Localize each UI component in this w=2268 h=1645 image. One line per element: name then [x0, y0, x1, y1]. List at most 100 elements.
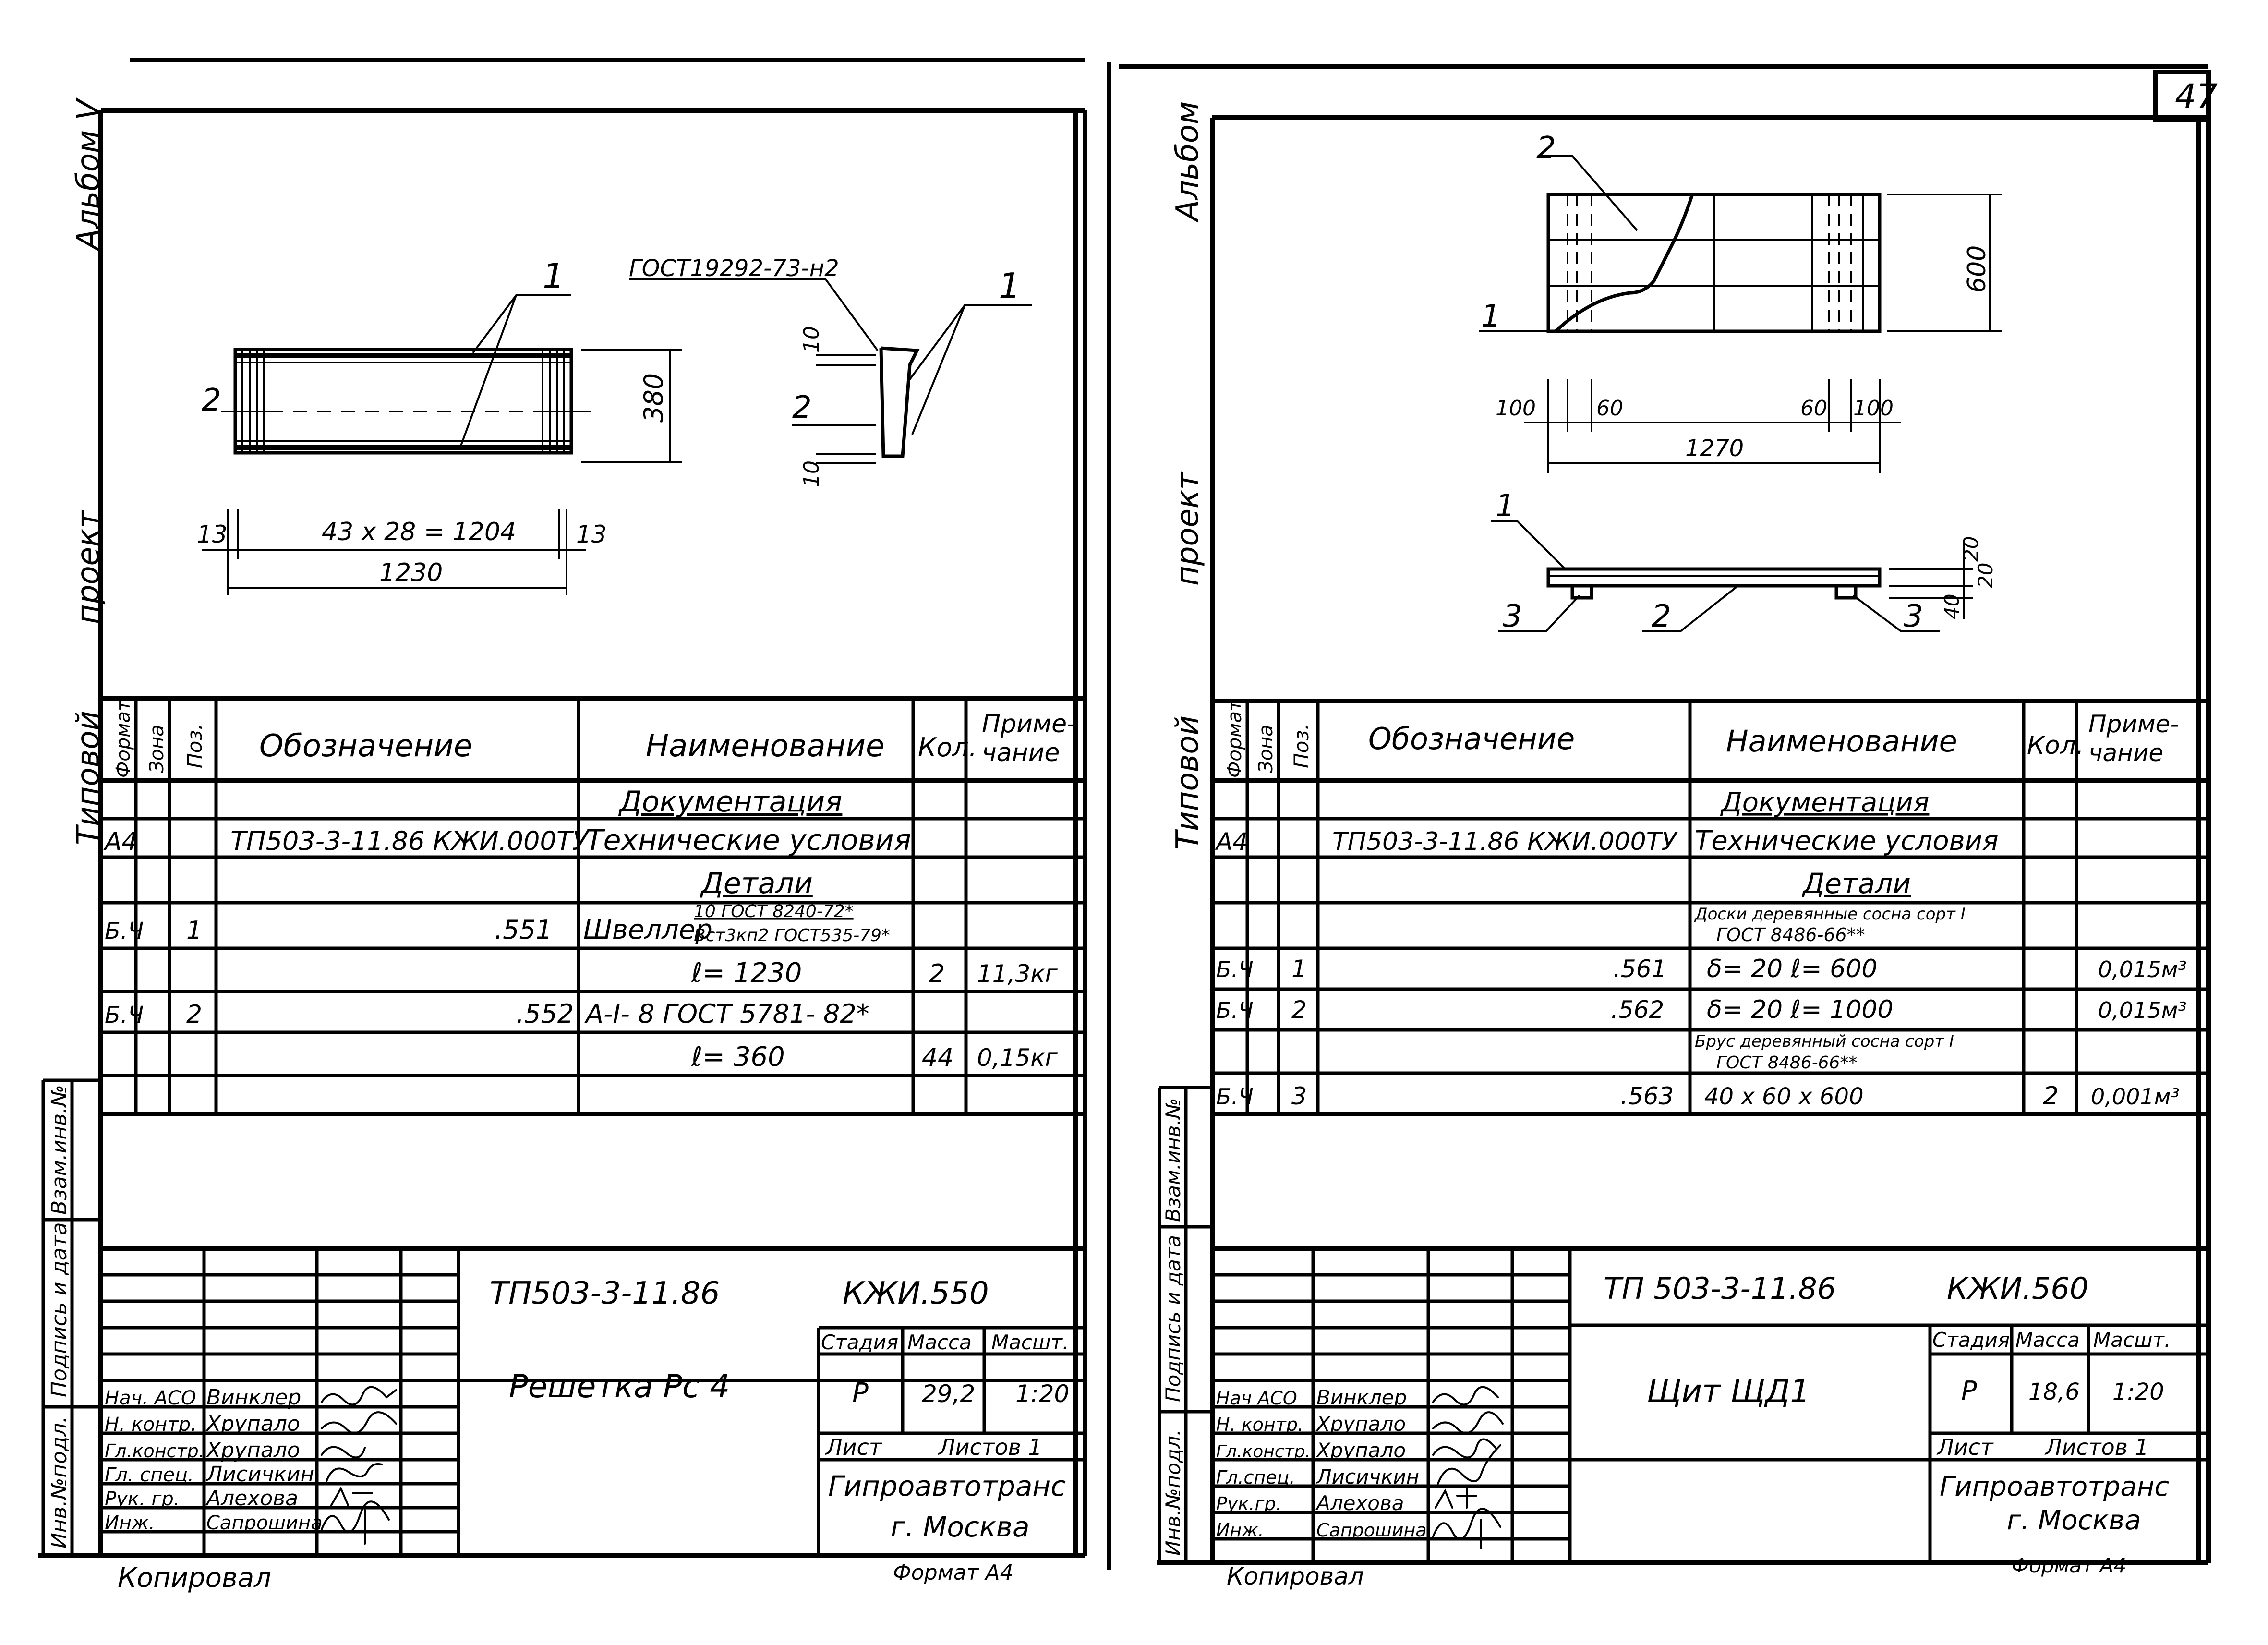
right-podpis-label: Подпись и дата — [1161, 1235, 1185, 1402]
right-tb-code: ТП 503-3-11.86 — [1604, 1271, 1836, 1306]
left-h-oboznachenie: Обозначение — [259, 728, 472, 764]
right-doc-designation: ТП503-3-11.86 КЖИ.000ТУ — [1332, 827, 1678, 856]
right-tb-mass: 18,6 — [2028, 1379, 2080, 1405]
right-staff-name-0: Винклер — [1316, 1386, 1407, 1409]
left-row1-name-top: 10 ГОСТ 8240-72* — [694, 902, 854, 921]
left-staff-name-3: Лисичкин — [205, 1462, 314, 1487]
right-row4-designation: .563 — [1620, 1082, 1674, 1110]
left-spec-table: Формат Зона Поз. Обозначение Наименовани… — [101, 696, 1085, 1116]
right-h-format: Формат — [1224, 699, 1246, 778]
right-dim-60b: 60 — [1800, 396, 1827, 421]
left-album-label: Альбом V — [71, 97, 106, 252]
right-dim-40: 40 — [1940, 594, 1964, 619]
left-sheet: Альбом V проект Типовой Взам.инв.№ Подпи… — [38, 97, 1087, 1594]
right-boards-note2: ГОСТ 8486-66** — [1716, 924, 1865, 945]
left-row4-name: ℓ= 360 — [691, 1041, 785, 1073]
left-dim-380: 380 — [639, 373, 669, 423]
left-inv-label: Инв.№подл. — [47, 1416, 72, 1548]
left-dim-pitch: 43 x 28 = 1204 — [322, 518, 516, 546]
right-h-poz: Поз. — [1290, 724, 1313, 768]
left-staff-role-0: Нач. АСО — [105, 1387, 196, 1409]
right-row1-designation: .561 — [1613, 955, 1666, 983]
left-row2-kol: 2 — [929, 959, 945, 988]
right-row2-format: Б.Ч — [1216, 997, 1254, 1023]
left-h-prim2: чание — [982, 738, 1060, 767]
left-staff-role-3: Гл. спец. — [105, 1464, 194, 1486]
right-staff-name-1: Хрупало — [1315, 1412, 1406, 1436]
right-tb-item-name: Щит ЩД1 — [1647, 1373, 1810, 1410]
left-tb-stage-h: Стадия — [821, 1331, 898, 1354]
right-dim-20b: 20 — [1974, 563, 1997, 588]
right-vzam-label: Взам.инв.№ — [1161, 1098, 1185, 1222]
left-copied: Копировал — [118, 1562, 271, 1594]
left-staff-name-4: Алехова — [205, 1486, 298, 1511]
right-row4-poz: 3 — [1291, 1082, 1307, 1110]
right-row2-poz: 2 — [1291, 996, 1307, 1024]
right-h-kol: Кол. — [2027, 731, 2084, 760]
right-row4-kol: 2 — [2043, 1082, 2059, 1111]
right-staff-role-5: Инж. — [1216, 1520, 1264, 1541]
right-callout-3b: 3 — [1904, 599, 1923, 634]
left-typical-label: Типовой — [71, 711, 106, 845]
right-side-stamp: Взам.инв.№ Подпись и дата Инв.№подл. — [1158, 1086, 1212, 1563]
right-row2-designation: .562 — [1611, 996, 1664, 1024]
right-h-naimenovanie: Наименование — [1726, 724, 1957, 759]
right-h-oboznachenie: Обозначение — [1368, 721, 1575, 756]
left-row1-poz: 1 — [186, 916, 202, 945]
left-dim-13b: 13 — [576, 520, 607, 548]
right-dim-60a: 60 — [1596, 396, 1623, 421]
left-doc-designation: ТП503-3-11.86 КЖИ.000ТУ — [230, 826, 590, 856]
left-row1-designation: .551 — [495, 915, 552, 945]
right-tb-org1: Гипроавтотранс — [1940, 1471, 2169, 1502]
left-tb-mark: КЖИ.550 — [843, 1276, 989, 1311]
right-h-zona: Зона — [1255, 725, 1277, 773]
left-row3-name: А-I- 8 ГОСТ 5781- 82* — [584, 999, 869, 1029]
right-row2-name: δ= 20 ℓ= 1000 — [1707, 995, 1894, 1024]
left-row3-poz: 2 — [186, 1000, 202, 1029]
right-tb-stage-h: Стадия — [1932, 1328, 2010, 1352]
right-signatures — [1432, 1386, 1504, 1549]
left-callout-1a: 1 — [543, 256, 565, 296]
left-tb-code: ТП503-3-11.86 — [490, 1276, 720, 1311]
right-detail-section: Детали — [1801, 867, 1911, 900]
left-podpis-label: Подпись и дата — [47, 1222, 72, 1397]
right-staff-name-4: Алехова — [1315, 1491, 1404, 1515]
right-callout-2b: 2 — [1652, 599, 1671, 634]
right-album-label: Альбом — [1170, 101, 1206, 223]
right-dim-1270: 1270 — [1685, 435, 1744, 462]
right-doc-name: Технические условия — [1695, 825, 1999, 857]
left-signatures — [321, 1386, 397, 1545]
left-staff-role-1: Н. контр. — [105, 1414, 197, 1436]
left-callout-2b: 2 — [792, 390, 812, 425]
left-row3-designation: .552 — [516, 999, 574, 1029]
right-row3-name-top: Брус деревянный сосна сорт I — [1695, 1032, 1954, 1051]
left-h-format: Формат — [112, 699, 134, 778]
right-staff-role-4: Рук.гр. — [1216, 1493, 1282, 1514]
right-shield-plan: 2 1 600 100 60 60 100 1270 — [1479, 131, 2002, 473]
left-row3-format: Б.Ч — [105, 1002, 144, 1028]
right-h-prim2: чание — [2088, 739, 2163, 767]
right-staff-role-2: Гл.констр. — [1216, 1442, 1311, 1462]
left-grating-plan: 1 2 380 13 13 43 x 28 = 1204 1230 — [197, 256, 682, 595]
right-typical-label: Типовой — [1170, 715, 1206, 850]
left-row1-format: Б.Ч — [105, 918, 144, 944]
left-vzam-label: Взам.инв.№ — [47, 1085, 72, 1215]
left-staff-role-2: Гл.констр. — [105, 1440, 205, 1462]
right-staff-role-1: Н. контр. — [1216, 1414, 1303, 1435]
left-row1-name-bottom: Вст3кп2 ГОСТ535-79* — [694, 926, 890, 945]
right-callout-3a: 3 — [1503, 599, 1522, 634]
right-row1-note: 0,015м³ — [2098, 956, 2187, 982]
right-tb-scale-h: Масшт. — [2093, 1328, 2171, 1352]
left-dim-10a: 10 — [799, 326, 824, 353]
left-h-kol: Кол. — [918, 732, 977, 762]
right-h-prim1: Приме- — [2088, 710, 2179, 738]
right-row4-note: 0,001м³ — [2091, 1084, 2180, 1110]
left-staff-name-5: Сапрошина — [206, 1512, 323, 1534]
left-callout-2a: 2 — [202, 383, 221, 418]
left-h-prim1: Приме- — [982, 710, 1076, 738]
right-sheet: Альбом проект Типовой Взам.инв.№ Подпись… — [1157, 101, 2211, 1590]
right-dim-600: 600 — [1963, 245, 1991, 293]
left-staff-name-0: Винклер — [206, 1385, 301, 1410]
left-tb-scale-h: Масшт. — [991, 1331, 1069, 1354]
right-tb-stage: Р — [1961, 1376, 1977, 1406]
